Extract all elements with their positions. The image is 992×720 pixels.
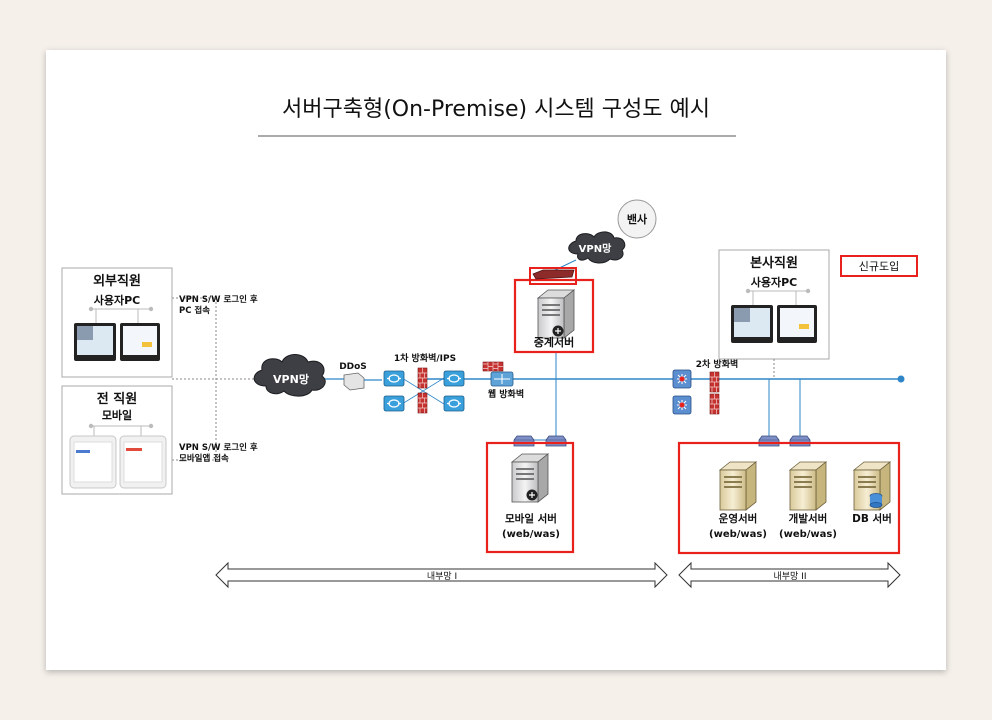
firewall-icon-3 (709, 371, 720, 393)
mobile-server-highlight (485, 441, 575, 554)
dev-server-icon (789, 461, 827, 511)
hq-staff-group: 본사직원 사용자PC (718, 249, 830, 379)
switch-icon-2 (383, 395, 405, 412)
bank-label: 밴사 (627, 212, 648, 226)
architecture-diagram: 서버구축형(On-Premise) 시스템 구성도 예시 외부직원 사용자PC … (61, 97, 918, 589)
switch-icon-3 (443, 370, 465, 387)
hq-staff-title: 본사직원 (750, 255, 798, 271)
relay-server-highlight (513, 278, 595, 354)
ops-server-sublabel: (web/was) (709, 529, 767, 540)
ddos-device: DDoS (339, 362, 382, 391)
relay-appliance-highlight (529, 267, 577, 285)
diagram-title: 서버구축형(On-Premise) 시스템 구성도 예시 (282, 97, 710, 122)
firewall1-cluster: 1차 방화벽/IPS (383, 352, 465, 414)
relay-server-label: 중계서버 (534, 335, 574, 349)
web-firewall-label: 웹 방화벽 (488, 388, 524, 400)
ops-server-label: 운영서버 (719, 512, 758, 525)
router-icon-2 (672, 395, 692, 415)
db-server-label: DB 서버 (852, 512, 892, 525)
mobile-server-icon (511, 453, 549, 503)
firewall1-label: 1차 방화벽/IPS (394, 352, 456, 364)
slide: 서버구축형(On-Premise) 시스템 구성도 예시 외부직원 사용자PC … (46, 50, 946, 670)
bank-icon (617, 199, 657, 239)
ops-server-icon (719, 461, 757, 511)
all-staff-title: 전 직원 (97, 391, 137, 407)
router-icon-1 (672, 369, 692, 389)
mobile-note-line2: 모바일앱 접속 (179, 453, 229, 464)
external-staff-subtitle: 사용자PC (94, 293, 141, 307)
external-staff-title: 외부직원 (93, 273, 141, 289)
relay-server-icon (537, 289, 575, 339)
internal2-servers-highlight (677, 441, 901, 555)
switch-icon-1 (383, 370, 405, 387)
mobile-server-group: 모바일 서버 (web/was) (485, 435, 575, 554)
vpn-cloud-left: VPN망 (253, 354, 326, 397)
l2-switch-icon-2 (545, 435, 567, 447)
web-firewall: 웹 방화벽 (482, 361, 524, 400)
all-staff-group: 전 직원 모바일 VPN S/W 로그인 후 모바일앱 접속 (61, 385, 258, 495)
firewall2-label: 2차 방화벽 (696, 358, 739, 370)
database-icon (869, 493, 883, 508)
l2-switch-icon-4 (789, 435, 811, 447)
internal2-server-group: 운영서버 (web/was) 개발서버 (web/was) DB 서버 (677, 435, 901, 555)
mobile-devices (69, 423, 167, 489)
external-staff-group: 외부직원 사용자PC VPN S/W 로그인 후 PC 접속 (61, 267, 258, 378)
external-pc-devices (74, 306, 160, 361)
bank-node: 밴사 (617, 199, 657, 239)
vpn-cloud-left-label: VPN망 (273, 372, 309, 386)
ddos-label: DDoS (339, 362, 367, 372)
firewall-icon-4 (709, 393, 720, 415)
vpn-appliance-icon (532, 269, 575, 280)
ddos-appliance-icon (343, 372, 365, 391)
relay-server-group: 중계서버 (513, 267, 595, 354)
web-firewall-brick-icon (482, 361, 504, 372)
internal-network-1-arrow: 내부망 I (215, 561, 668, 589)
internal-network-2-arrow: 내부망 II (678, 561, 901, 589)
hq-staff-subtitle: 사용자PC (751, 275, 798, 289)
dev-server-label: 개발서버 (789, 512, 828, 525)
internal-network-1-label: 내부망 I (427, 571, 457, 582)
all-staff-subtitle: 모바일 (102, 408, 132, 422)
mobile-server-label: 모바일 서버 (505, 512, 557, 525)
l2-switch-icon-3 (758, 435, 780, 447)
firewall-icon-2 (417, 392, 428, 414)
new-intro-box (840, 255, 918, 277)
firewall2-cluster: 2차 방화벽 (672, 358, 739, 415)
dev-server-sublabel: (web/was) (779, 529, 837, 540)
vpn-cloud-top-label: VPN망 (579, 242, 612, 255)
mobile-note-line1: VPN S/W 로그인 후 (179, 442, 258, 453)
vpn-cloud-top: VPN망 (568, 231, 626, 264)
external-note-line1: VPN S/W 로그인 후 (179, 294, 258, 305)
backbone-endpoint (897, 375, 905, 383)
new-intro-label: 신규도입 (859, 260, 899, 273)
switch-icon-4 (443, 395, 465, 412)
mobile-server-sublabel: (web/was) (502, 529, 560, 540)
cloud-icon-top (568, 231, 626, 264)
new-intro-legend: 신규도입 (840, 255, 918, 277)
cloud-icon (253, 354, 326, 397)
internal-network-2-label: 내부망 II (773, 571, 806, 582)
l2-switch-icon-1 (513, 435, 535, 447)
external-note-line2: PC 접속 (179, 305, 210, 316)
firewall-icon-1 (417, 367, 428, 389)
